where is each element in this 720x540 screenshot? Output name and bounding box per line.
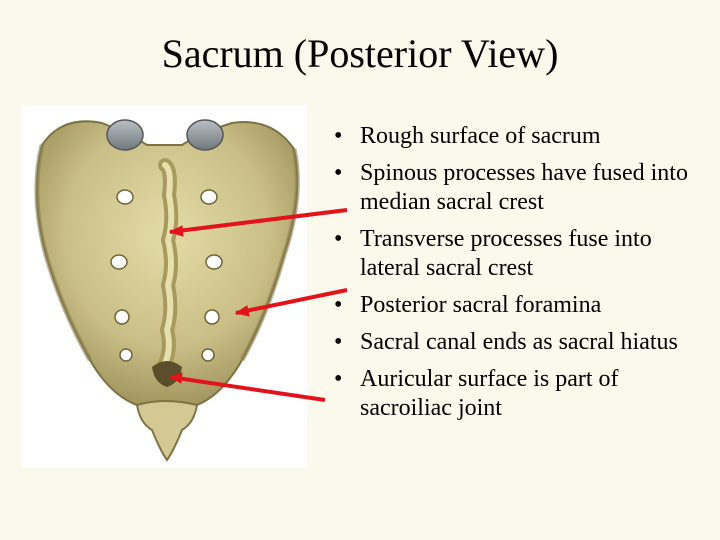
bullet-text: Spinous processes have fused into median… bbox=[360, 160, 688, 215]
bullet-text: Transverse processes fuse into lateral s… bbox=[360, 226, 652, 281]
bullet-dot-icon: • bbox=[334, 329, 343, 355]
right-articular-cap bbox=[186, 119, 224, 151]
slide-title: Sacrum (Posterior View) bbox=[161, 31, 559, 76]
bullet-dot-icon: • bbox=[334, 226, 343, 252]
bullet-dot-icon: • bbox=[334, 292, 343, 318]
bullet-item: • Rough surface of sacrum bbox=[334, 122, 714, 151]
bullet-item: • Auricular surface is part of sacroiliac… bbox=[334, 365, 714, 423]
left-articular-cap bbox=[106, 119, 144, 151]
bullet-text: Posterior sacral foramina bbox=[360, 292, 602, 318]
posterior-sacral-foramina bbox=[110, 189, 223, 362]
bullet-dot-icon: • bbox=[334, 160, 343, 186]
coccyx bbox=[135, 400, 199, 462]
sacrum-illustration bbox=[22, 105, 307, 468]
bullet-item: • Sacral canal ends as sacral hiatus bbox=[334, 328, 714, 357]
bullet-item: • Transverse processes fuse into lateral … bbox=[334, 225, 714, 283]
bullet-text: Sacral canal ends as sacral hiatus bbox=[360, 329, 678, 355]
bullet-list: • Rough surface of sacrum • Spinous proces… bbox=[334, 122, 714, 431]
bullet-dot-icon: • bbox=[334, 123, 343, 149]
bullet-item: • Spinous processes have fused into media… bbox=[334, 159, 714, 217]
bullet-text: Rough surface of sacrum bbox=[360, 123, 601, 149]
bullet-dot-icon: • bbox=[334, 366, 343, 392]
bullet-text: Auricular surface is part of sacroiliac … bbox=[360, 366, 619, 421]
bullet-item: • Posterior sacral foramina bbox=[334, 291, 714, 320]
